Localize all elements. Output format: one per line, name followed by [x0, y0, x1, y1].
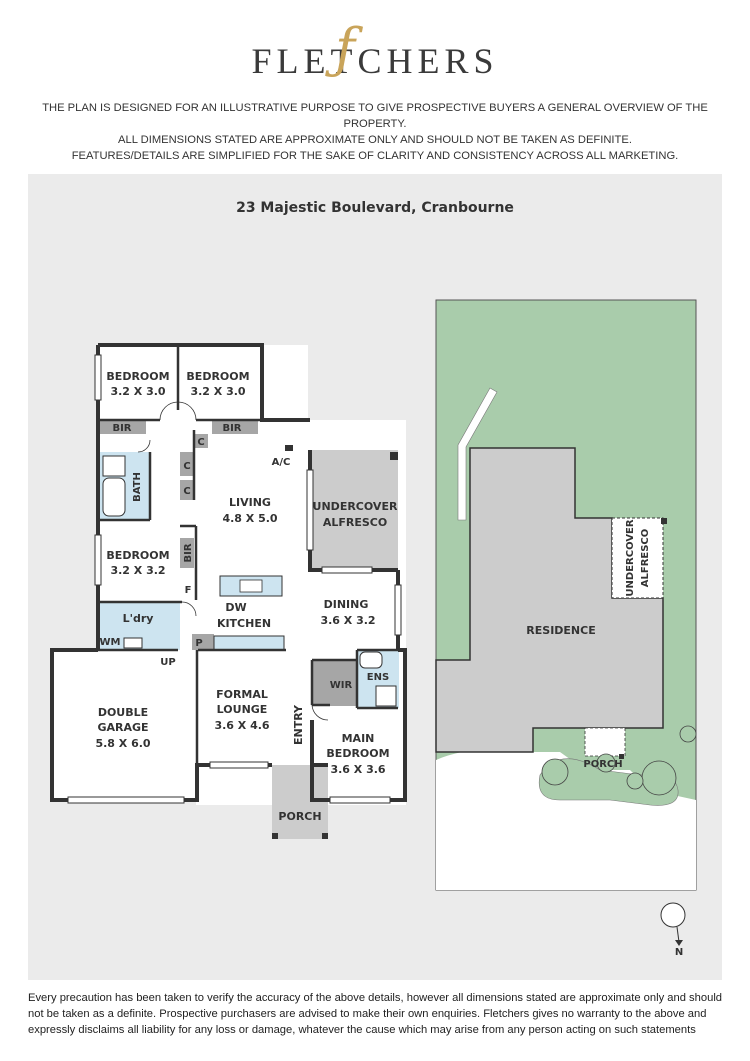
alfresco-label: UNDERCOVER [313, 500, 398, 513]
bedroom-2-size: 3.2 X 3.0 [190, 385, 245, 398]
bedroom-3-label: BEDROOM [106, 549, 169, 562]
up-label: UP [160, 657, 175, 668]
cupboard-label: C [183, 486, 190, 497]
disclaimer-line: ALL DIMENSIONS STATED ARE APPROXIMATE ON… [118, 134, 632, 146]
main-bedroom-label: MAIN [342, 732, 375, 745]
porch-label: PORCH [278, 810, 321, 823]
kitchen-sink [239, 579, 263, 593]
trees [541, 725, 697, 796]
ensuite-label: ENS [367, 672, 389, 683]
cupboard-label: C [197, 437, 204, 448]
logo-f-mark-icon: ƒ [335, 17, 355, 80]
side-path [457, 387, 498, 521]
residence-footprint [435, 447, 664, 753]
legal-disclaimer: Every precaution has been taken to verif… [28, 992, 723, 1036]
bathtub [102, 477, 126, 517]
ac-label: A/C [272, 457, 291, 468]
site-porch [584, 727, 626, 757]
garage-label: GARAGE [97, 721, 148, 734]
f-label: F [185, 585, 192, 596]
dw-label: DW [225, 601, 246, 614]
site-alfresco-label: UNDERCOVER [625, 519, 636, 596]
entry-label: ENTRY [292, 704, 305, 745]
alfresco-label: ALFRESCO [323, 516, 387, 529]
bir-label: BIR [112, 423, 131, 434]
garage-label: DOUBLE [98, 706, 148, 719]
floor-plan: BEDROOM 3.2 X 3.0 BEDROOM 3.2 X 3.0 BIR … [50, 343, 407, 839]
property-address: 23 Majestic Boulevard, Cranbourne [236, 200, 514, 216]
lounge-size: 3.6 X 4.6 [214, 719, 269, 732]
living-size: 4.8 X 5.0 [222, 512, 277, 525]
bir-bed1 [98, 420, 146, 434]
wm-label: WM [100, 637, 121, 648]
laundry-label: L'dry [123, 612, 154, 625]
cupboard-label: C [183, 461, 190, 472]
site-porch-label: PORCH [583, 759, 622, 770]
brand-logo: FLETCHERS [251, 41, 499, 81]
dining-size: 3.6 X 3.2 [320, 614, 375, 627]
bir-label: BIR [183, 543, 194, 562]
bedroom-3-size: 3.2 X 3.2 [110, 564, 165, 577]
plan-disclaimer: THE PLAN IS DESIGNED FOR AN ILLUSTRATIVE… [20, 100, 730, 164]
bir-bed2 [212, 420, 258, 434]
north-arrow-icon: N [660, 902, 686, 958]
disclaimer-line: THE PLAN IS DESIGNED FOR AN ILLUSTRATIVE… [42, 102, 708, 130]
lounge-label: LOUNGE [217, 703, 268, 716]
lounge-label: FORMAL [216, 688, 268, 701]
pantry-label: P [195, 638, 202, 649]
north-label: N [675, 947, 683, 958]
garage-size: 5.8 X 6.0 [95, 737, 150, 750]
garden-bed [538, 758, 679, 806]
bedroom-1-label: BEDROOM [106, 370, 169, 383]
living-label: LIVING [229, 496, 271, 509]
kitchen-bench [213, 635, 285, 651]
residence-label: RESIDENCE [526, 624, 595, 637]
site-plan: RESIDENCE UNDERCOVER ALFRESCO PORCH N [435, 299, 697, 958]
site-alfresco-label: ALFRESCO [640, 529, 651, 588]
shower [102, 455, 126, 477]
wir-label: WIR [330, 680, 353, 691]
bir-label: BIR [222, 423, 241, 434]
alfresco-fill [310, 450, 398, 570]
bedroom-2-label: BEDROOM [186, 370, 249, 383]
wir-fill [312, 660, 357, 706]
kitchen-label: KITCHEN [217, 617, 271, 630]
garage-floor [52, 650, 197, 800]
main-bedroom-label: BEDROOM [326, 747, 389, 760]
disclaimer-line: FEATURES/DETAILS ARE SIMPLIFIED FOR THE … [71, 150, 679, 162]
bath-label: BATH [132, 472, 143, 502]
dining-label: DINING [324, 598, 369, 611]
bir-bed3 [180, 538, 194, 568]
main-bedroom-size: 3.6 X 3.6 [330, 763, 385, 776]
bedroom-1-size: 3.2 X 3.0 [110, 385, 165, 398]
site-alfresco [611, 517, 664, 599]
